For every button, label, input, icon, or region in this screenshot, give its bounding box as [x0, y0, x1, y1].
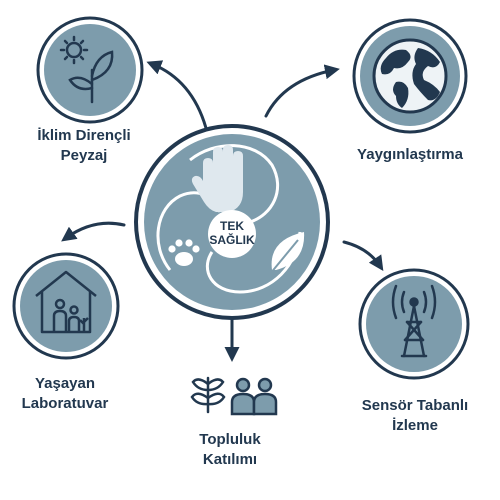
house-people-icon — [35, 270, 97, 334]
arrow-to-sensor — [342, 240, 384, 271]
hub-title-line2: SAĞLIK — [209, 232, 255, 247]
label-living-lab-line1: Yaşayan — [34, 375, 96, 392]
label-climate-line2: Peyzaj — [60, 147, 108, 164]
one-health-hub: TEK SAĞLIK — [134, 124, 330, 320]
globe-icon — [372, 38, 448, 114]
label-living-lab-line2: Laboratuvar — [21, 395, 109, 412]
label-sensor-line2: İzleme — [392, 417, 438, 434]
label-community-line2: Katılımı — [202, 451, 258, 468]
paw-icon — [168, 239, 200, 266]
arrow-to-climate — [146, 60, 208, 130]
label-community-participation: Topluluk Katılımı — [170, 430, 290, 470]
label-sensor-line1: Sensör Tabanlı — [361, 397, 469, 414]
leaf-icon — [269, 232, 305, 275]
hub-title-line1: TEK — [220, 219, 244, 233]
label-dissemination: Yaygınlaştırma — [330, 145, 490, 165]
arrows — [61, 60, 384, 362]
label-living-laboratory: Yaşayan Laboratuvar — [0, 374, 130, 414]
arrow-to-dissemination — [264, 64, 340, 118]
node-climate-resilient-landscape — [36, 16, 144, 124]
node-sensor-monitoring — [358, 268, 470, 380]
antenna-tower-icon — [391, 284, 437, 358]
arrow-to-living-lab — [61, 221, 126, 242]
label-sensor-monitoring: Sensör Tabanlı İzleme — [340, 396, 490, 436]
label-community-line1: Topluluk — [199, 431, 261, 448]
hand-icon — [191, 145, 243, 212]
plant-people-icon — [190, 376, 278, 416]
label-dissemination-line1: Yaygınlaştırma — [357, 146, 463, 163]
sun-plant-icon — [59, 35, 114, 104]
node-living-laboratory — [12, 252, 120, 360]
node-dissemination — [352, 18, 468, 134]
label-climate-resilient-landscape: İklim Dirençli Peyzaj — [4, 126, 164, 166]
label-climate-line1: İklim Dirençli — [37, 127, 131, 144]
